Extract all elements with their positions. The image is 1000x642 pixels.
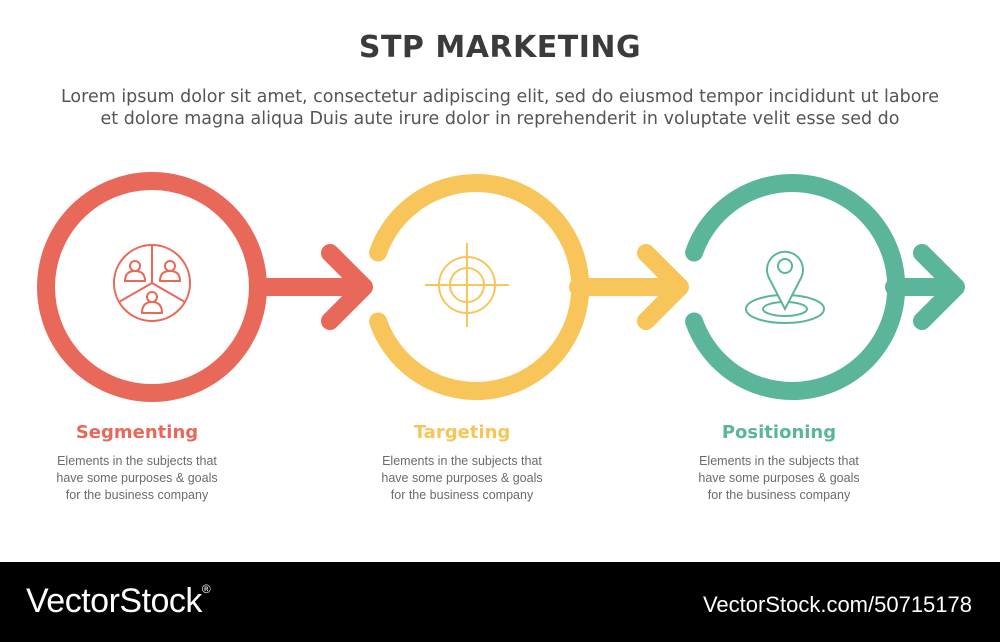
vectorstock-logo-text: VectorStock xyxy=(26,582,202,620)
page-subtitle: Lorem ipsum dolor sit amet, consectetur … xyxy=(40,86,960,130)
step-segmenting-graphic xyxy=(37,172,373,402)
registered-mark: ® xyxy=(201,582,211,596)
step-targeting-desc-line: Elements in the subjects that xyxy=(382,454,542,468)
location-pin-icon xyxy=(745,250,825,324)
segmenting-arrow xyxy=(249,244,373,330)
step-targeting-desc-line: for the business company xyxy=(390,488,534,502)
segmenting-ring xyxy=(37,172,267,402)
subtitle-line-1: Lorem ipsum dolor sit amet, consectetur … xyxy=(60,87,940,107)
crosshair-target-icon xyxy=(425,243,509,327)
step-segmenting-label: Segmenting xyxy=(75,422,199,443)
subtitle-line-2: et dolore magna aliqua Duis aute irure d… xyxy=(100,109,900,129)
step-positioning-desc-line: have some purposes & goals xyxy=(698,471,860,485)
step-targeting-label: Targeting xyxy=(413,422,511,443)
step-positioning: Positioning Elements in the subjects tha… xyxy=(659,422,899,504)
step-positioning-graphic xyxy=(685,174,965,400)
step-positioning-label: Positioning xyxy=(721,422,837,443)
step-positioning-desc-line: Elements in the subjects that xyxy=(699,454,859,468)
step-segmenting: Segmenting Elements in the subjects that… xyxy=(17,422,257,504)
step-segmenting-desc-line: have some purposes & goals xyxy=(56,471,218,485)
image-reference: VectorStock.com/50715178 xyxy=(702,592,972,617)
step-positioning-description: Elements in the subjects that have some … xyxy=(659,453,899,504)
vectorstock-logo: VectorStock® xyxy=(26,582,211,621)
positioning-arrow xyxy=(885,244,965,330)
step-segmenting-description: Elements in the subjects that have some … xyxy=(17,453,257,504)
targeting-ring xyxy=(369,174,590,400)
step-targeting-graphic xyxy=(369,174,689,400)
step-positioning-desc-line: for the business company xyxy=(707,488,851,502)
step-targeting: Targeting Elements in the subjects that … xyxy=(342,422,582,504)
step-segmenting-desc-line: Elements in the subjects that xyxy=(57,454,217,468)
watermark-footer: VectorStock® VectorStock.com/50715178 xyxy=(0,562,1000,642)
step-targeting-description: Elements in the subjects that have some … xyxy=(342,453,582,504)
page-title: STP MARKETING xyxy=(358,30,642,65)
audience-segments-icon xyxy=(113,244,191,322)
step-targeting-desc-line: have some purposes & goals xyxy=(381,471,543,485)
targeting-arrow xyxy=(569,244,689,330)
step-segmenting-desc-line: for the business company xyxy=(65,488,209,502)
stp-process-diagram xyxy=(37,172,965,402)
